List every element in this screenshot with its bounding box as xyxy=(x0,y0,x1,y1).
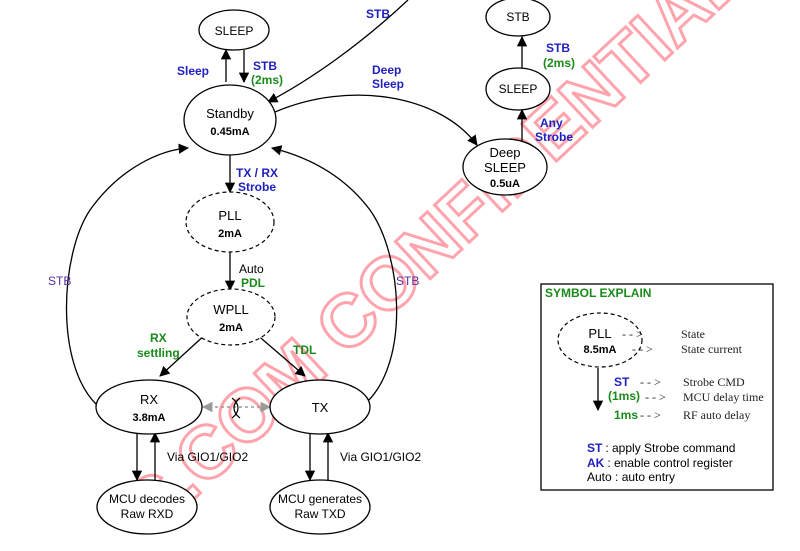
legend-title: SYMBOL EXPLAIN xyxy=(545,286,651,300)
legend-1ms-mcu: (1ms) xyxy=(608,389,640,403)
label-any-strobe-l2: Strobe xyxy=(535,130,573,144)
legend-st-desc: ST: apply Strobe command xyxy=(587,441,735,455)
legend-mcu-delay: MCU delay time xyxy=(683,390,764,404)
legend-pll-ellipse xyxy=(557,312,643,368)
state-deep-sleep: Deep SLEEP 0.5uA xyxy=(462,138,548,196)
legend-rf-auto: RF auto delay xyxy=(683,408,750,422)
svg-text:Raw TXD: Raw TXD xyxy=(294,507,345,521)
svg-text:SLEEP: SLEEP xyxy=(499,82,538,96)
legend-arrow-strobe: - - > xyxy=(640,375,661,389)
legend-st: ST xyxy=(614,375,630,389)
legend-arrow-state: - - > xyxy=(622,327,643,341)
svg-text:WPLL: WPLL xyxy=(213,302,248,317)
legend-arrow-mcu: - - > xyxy=(645,390,666,404)
label-deep-sleep-l2: Sleep xyxy=(372,77,404,91)
state-mcu-generates: MCU generates Raw TXD xyxy=(269,479,371,535)
label-pdl: PDL xyxy=(241,276,265,290)
label-stb-right: STB xyxy=(396,274,419,288)
label-deep-sleep-l1: Deep xyxy=(372,63,401,77)
label-tdl: TDL xyxy=(293,343,316,357)
label-rx-settling-l2: settling xyxy=(137,346,180,360)
label-stb-sleep: STB xyxy=(253,59,277,73)
svg-text:MCU decodes: MCU decodes xyxy=(109,492,185,506)
label-sleep: Sleep xyxy=(177,64,209,78)
svg-text:MCU generates: MCU generates xyxy=(278,492,362,506)
legend-arrow-state-current: - - > xyxy=(632,342,653,356)
blocked-mark-icon xyxy=(231,397,241,419)
label-stb-left: STB xyxy=(48,274,71,288)
label-stb-right-arrow: STB xyxy=(546,41,570,55)
state-pll: PLL 2mA xyxy=(185,191,275,253)
arrow-rx-to-standby xyxy=(65,143,190,406)
svg-text:Raw RXD: Raw RXD xyxy=(121,507,174,521)
svg-text:Deep: Deep xyxy=(489,145,520,160)
legend-state-current: State current xyxy=(681,342,743,356)
arrow-wpll-to-rx xyxy=(159,332,208,377)
svg-text:2mA: 2mA xyxy=(219,322,243,334)
arrow-tx-to-standby xyxy=(270,145,398,403)
legend-1ms-rf: 1ms xyxy=(614,408,638,422)
state-stb-top: STB xyxy=(485,0,551,37)
svg-text:RX: RX xyxy=(140,392,158,407)
label-gio-rx: Via GIO1/GIO2 xyxy=(167,450,248,464)
legend-pll-name: PLL xyxy=(588,326,611,341)
svg-text:TX: TX xyxy=(312,400,329,415)
legend-arrow-rf: - - > xyxy=(640,408,661,422)
label-txrx-strobe-l2: Strobe xyxy=(238,180,276,194)
svg-text:STB: STB xyxy=(506,10,529,24)
label-stb-sleep-2ms: (2ms) xyxy=(251,73,283,87)
svg-text:Standby: Standby xyxy=(206,106,254,121)
arrow-stb-incoming xyxy=(267,0,409,103)
label-stb-incoming: STB xyxy=(366,7,390,21)
state-wpll: WPLL 2mA xyxy=(186,288,276,346)
label-any-strobe-l1: Any xyxy=(540,116,563,130)
legend-state: State xyxy=(681,327,705,341)
svg-text:2mA: 2mA xyxy=(218,228,242,240)
label-rx-settling-l1: RX xyxy=(150,331,167,345)
svg-text:PLL: PLL xyxy=(218,208,241,223)
arrow-standby-to-deep-sleep xyxy=(274,94,478,146)
legend-ak-desc: AK: enable control register xyxy=(587,456,733,470)
label-gio-tx: Via GIO1/GIO2 xyxy=(340,450,421,464)
state-sleep: SLEEP xyxy=(198,9,270,51)
legend-strobe-cmd: Strobe CMD xyxy=(683,375,745,389)
legend-pll-current: 8.5mA xyxy=(583,344,616,356)
state-sleep-right: SLEEP xyxy=(485,67,551,111)
symbol-legend: SYMBOL EXPLAIN PLL 8.5mA - - > State - -… xyxy=(540,283,774,491)
label-auto: Auto xyxy=(239,262,264,276)
state-mcu-decodes: MCU decodes Raw RXD xyxy=(96,479,198,535)
state-standby: Standby 0.45mA xyxy=(183,84,277,156)
svg-text:0.5uA: 0.5uA xyxy=(490,178,520,190)
label-stb-right-2ms: (2ms) xyxy=(543,56,575,70)
svg-text:SLEEP: SLEEP xyxy=(484,160,526,175)
svg-text:SLEEP: SLEEP xyxy=(215,24,254,38)
state-rx: RX 3.8mA xyxy=(95,379,203,435)
svg-text:0.45mA: 0.45mA xyxy=(210,126,249,138)
arrow-wpll-to-tx xyxy=(254,332,306,377)
svg-text:3.8mA: 3.8mA xyxy=(132,412,165,424)
legend-auto-desc: Auto : auto entry xyxy=(587,470,675,484)
state-tx: TX xyxy=(269,379,371,435)
label-txrx-strobe-l1: TX / RX xyxy=(236,166,278,180)
